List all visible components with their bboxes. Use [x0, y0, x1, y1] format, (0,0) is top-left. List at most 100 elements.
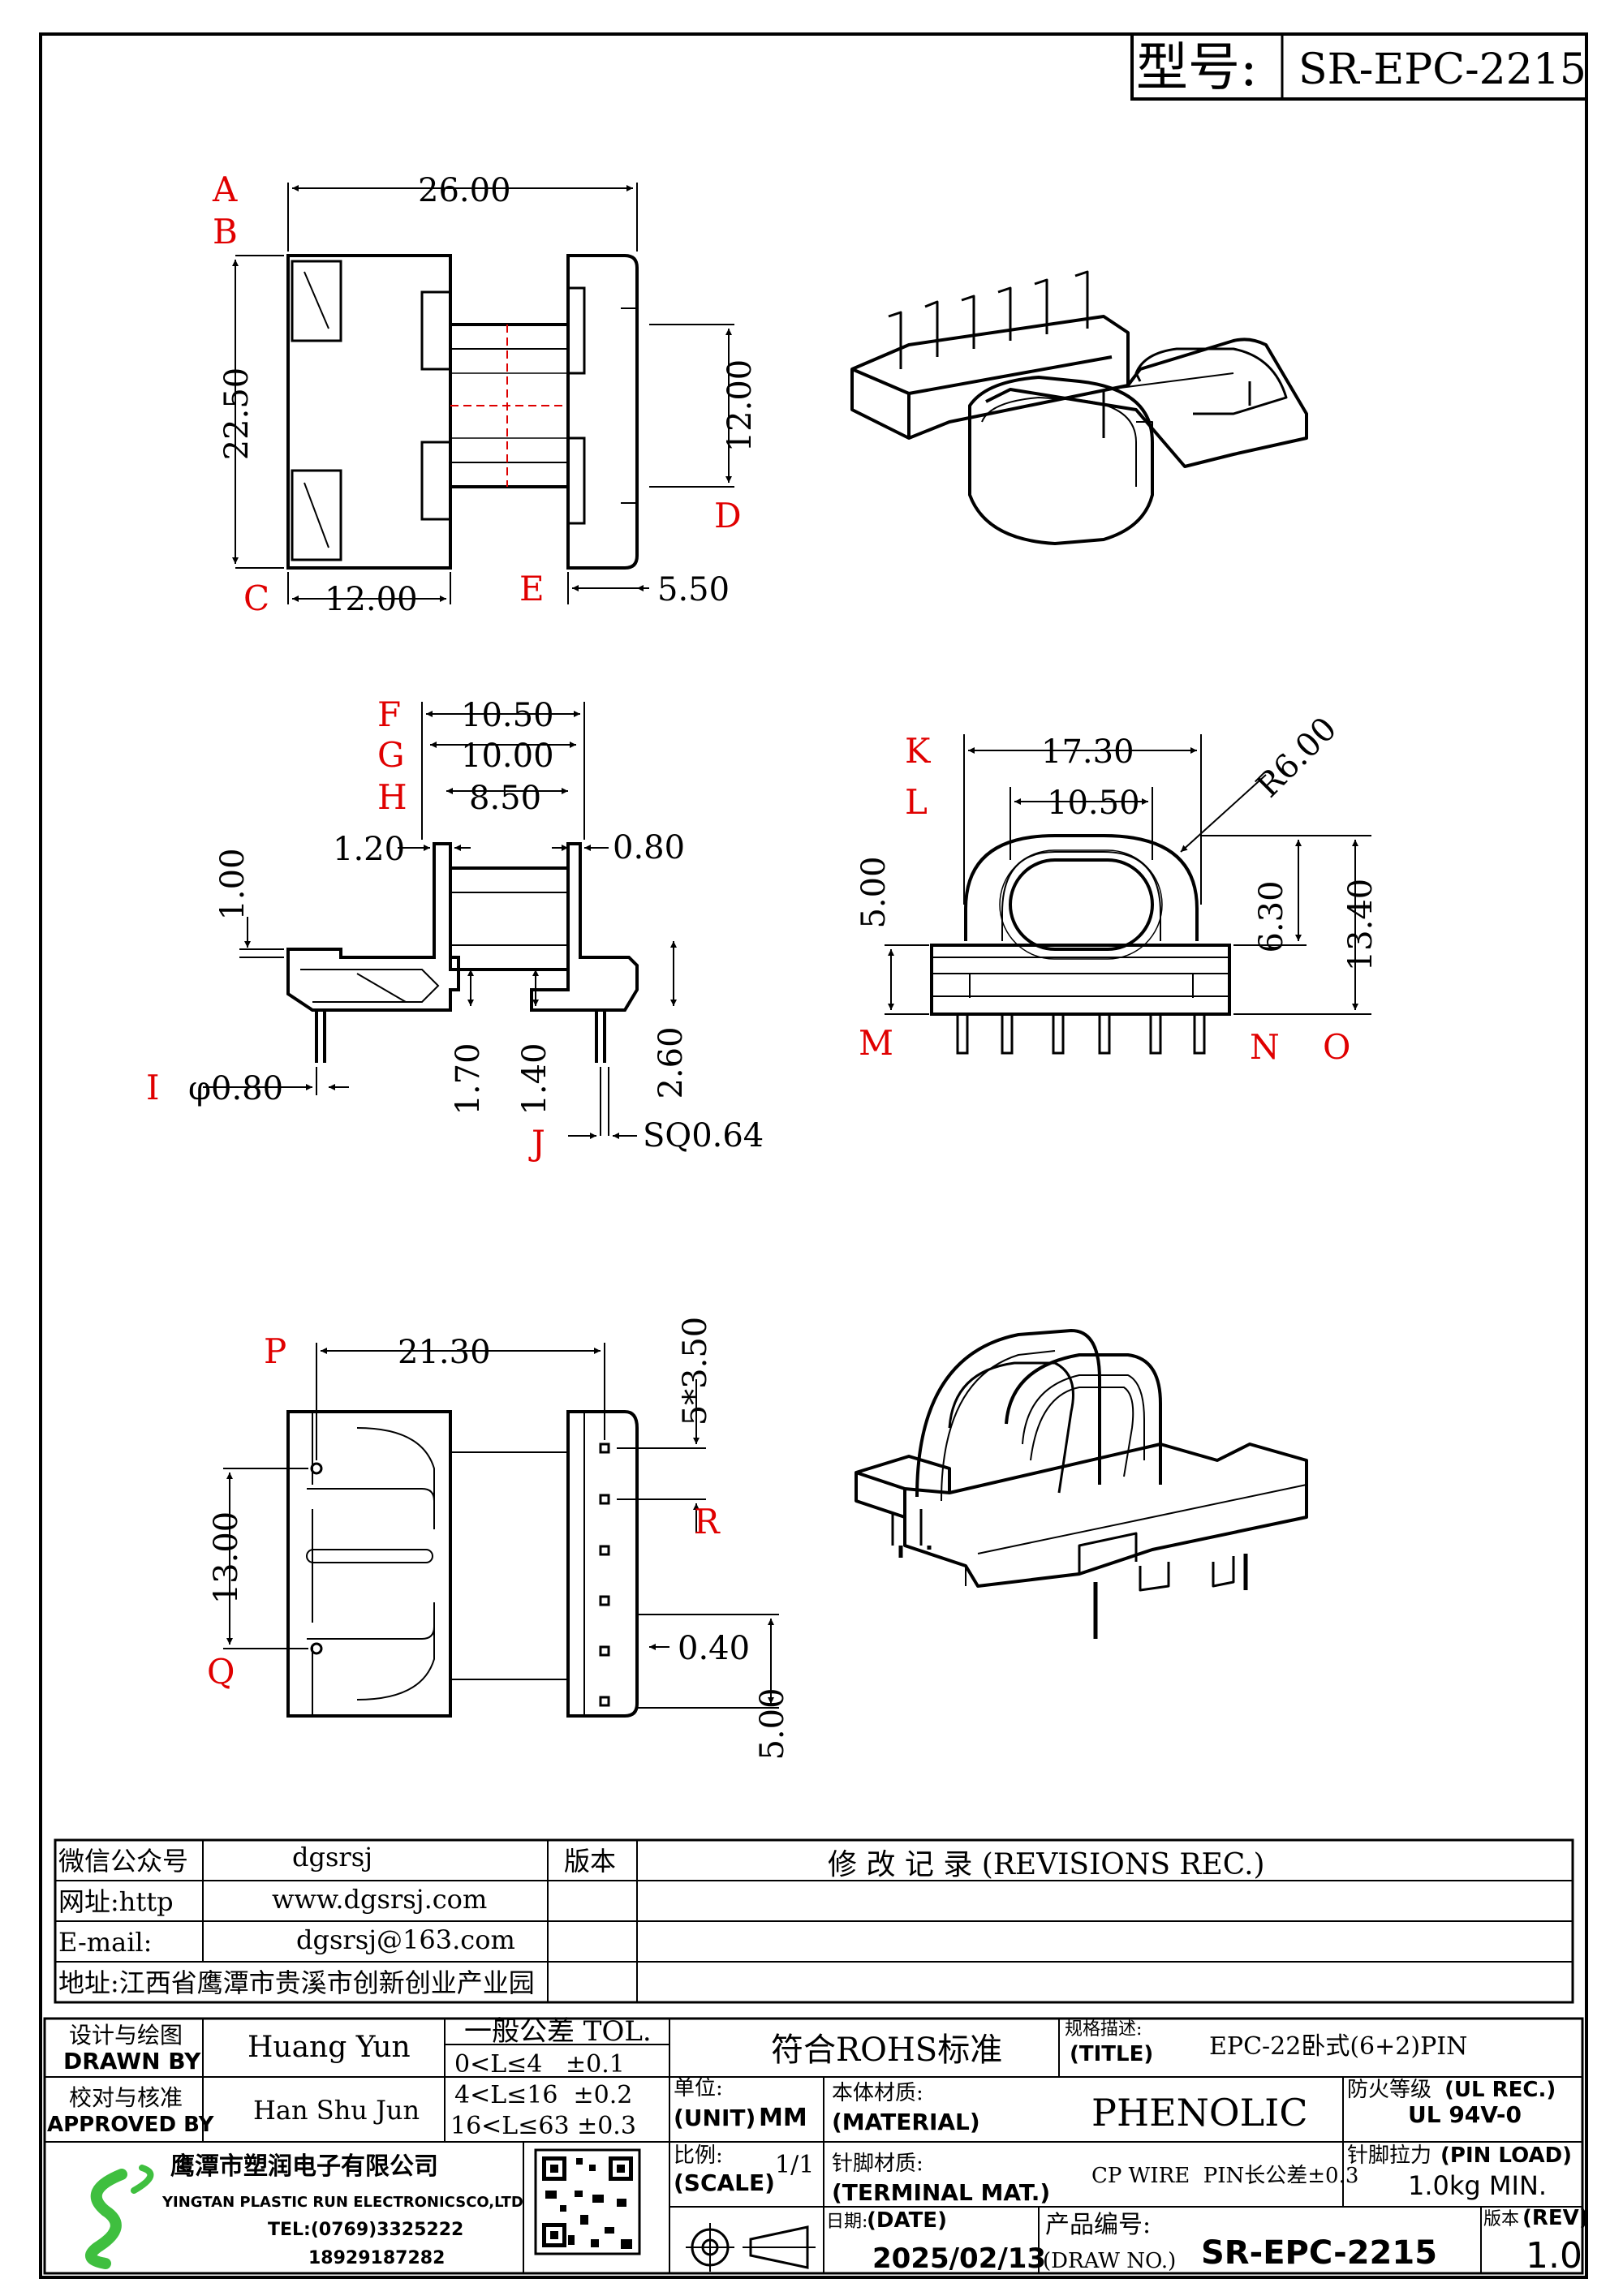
pin-mat-label-cn: 针脚材质:	[832, 2152, 923, 2176]
dim-radius: R6.00	[1250, 710, 1345, 805]
design-label-cn: 设计与绘图	[69, 2022, 183, 2049]
label-a: A	[212, 170, 238, 209]
label-o: O	[1323, 1027, 1350, 1067]
rev-label-en: (REV)	[1522, 2206, 1589, 2230]
dim-p: 21.30	[398, 1334, 491, 1371]
dim-core: 12.00	[721, 359, 759, 453]
dim-1300: 13.00	[208, 1511, 245, 1605]
email-label: E-mail:	[58, 1927, 152, 1958]
company-tel: TEL:(0769)3325222	[268, 2220, 463, 2240]
ul-label-en: (UL REC.)	[1444, 2078, 1556, 2102]
view-top-dims	[232, 183, 734, 604]
view-side-dims	[203, 702, 677, 1139]
dim-k: 17.30	[1041, 733, 1134, 771]
label-f: F	[377, 694, 401, 734]
date-value: 2025/02/13	[872, 2242, 1046, 2275]
ul-label-cn: 防火等级	[1347, 2078, 1431, 2102]
drawno-label-cn: 产品编号:	[1045, 2211, 1151, 2239]
isometric-view-bottom	[855, 1329, 1308, 1639]
view-top-text: 26.00 22.50 12.00 12.00 5.50 A B C D E	[212, 170, 759, 618]
dim-e-width: 5.50	[657, 571, 730, 608]
dim-left-h: 1.00	[214, 848, 252, 920]
checker-name: Han Shu Jun	[253, 2095, 420, 2126]
dim-right-flange: 0.80	[613, 829, 685, 866]
view-bottom	[286, 1410, 639, 1718]
designer-name: Huang Yun	[248, 2031, 411, 2064]
view-front-dims	[885, 734, 1371, 1015]
dim-pin-sq: SQ0.64	[643, 1117, 764, 1154]
check-label-en: APPROVED BY	[47, 2113, 215, 2137]
view-bottom-pin-slots	[599, 1443, 610, 1707]
label-h: H	[377, 777, 407, 817]
label-n: N	[1250, 1027, 1280, 1067]
pin-load-label-en: (PIN LOAD)	[1440, 2143, 1572, 2168]
dim-pitch: 5*3.50	[677, 1317, 714, 1426]
pin-load-value: 1.0kg MIN.	[1408, 2170, 1547, 2201]
pin-mat-label-en: (TERMINAL MAT.)	[832, 2179, 1050, 2206]
projection-symbol	[686, 2223, 816, 2272]
material-value: PHENOLIC	[1091, 2091, 1308, 2135]
dim-gap: 0.40	[678, 1630, 750, 1667]
qr-code	[534, 2148, 641, 2255]
tolerance-title: 一般公差 TOL.	[464, 2015, 652, 2048]
date-label-cn: 日期:	[826, 2212, 867, 2232]
dim-f: 10.50	[461, 697, 554, 734]
spec-value: EPC-22卧式(6+2)PIN	[1209, 2032, 1467, 2061]
spec-label-cn: 规格描述:	[1065, 2019, 1142, 2040]
label-r: R	[694, 1502, 721, 1541]
dim-pin-dia: φ0.80	[188, 1070, 283, 1107]
title-block	[43, 2017, 1584, 2275]
dim-140: 1.40	[516, 1043, 553, 1115]
model-label: 型号:	[1136, 38, 1258, 98]
company-logo	[85, 2165, 154, 2269]
label-d: D	[714, 496, 742, 535]
dim-g: 10.00	[461, 737, 554, 775]
dim-h: 8.50	[469, 780, 541, 817]
view-bottom-text: 21.30 13.00 5*3.50 0.40 5.00 P Q R	[207, 1317, 791, 1761]
pin-load-label-cn: 针脚拉力	[1347, 2143, 1431, 2168]
view-bottom-dims	[223, 1343, 779, 1709]
drawno-label-en: (DRAW NO.)	[1043, 2249, 1176, 2273]
web-label: 网址:http	[58, 1886, 174, 1917]
dim-l: 10.50	[1047, 785, 1140, 822]
wechat-value: dgsrsj	[292, 1842, 372, 1872]
title-block-text: 设计与绘图 DRAWN BY Huang Yun 校对与核准 APPROVED …	[47, 2015, 1589, 2277]
scale-value: 1/1	[775, 2151, 814, 2179]
dim-500: 5.00	[855, 856, 893, 928]
model-header: 型号: SR-EPC-2215	[1130, 32, 1588, 101]
label-q: Q	[207, 1652, 235, 1692]
email-value: dgsrsj@163.com	[296, 1924, 515, 1955]
label-l: L	[905, 782, 928, 822]
tolerance-row-1: 0<L≤4 ±0.1	[454, 2050, 625, 2079]
date-label-en: (DATE)	[867, 2208, 947, 2233]
check-label-cn: 校对与核准	[69, 2084, 183, 2111]
label-p: P	[264, 1331, 286, 1371]
material-label-en: (MATERIAL)	[832, 2109, 980, 2135]
scale-label-cn: 比例:	[674, 2143, 723, 2168]
web-value: www.dgsrsj.com	[272, 1884, 487, 1915]
design-label-en: DRAWN BY	[63, 2048, 201, 2075]
rohs-statement: 符合ROHS标准	[771, 2032, 1002, 2069]
spec-label-en: (TITLE)	[1070, 2042, 1153, 2066]
dim-height: 22.50	[218, 368, 256, 461]
material-label-cn: 本体材质:	[832, 2081, 923, 2105]
company-name-en: YINGTAN PLASTIC RUN ELECTRONICSCO,LTD	[161, 2194, 523, 2211]
drawno-value: SR-EPC-2215	[1201, 2234, 1437, 2272]
dim-260: 2.60	[652, 1026, 690, 1099]
dim-c-width: 12.00	[325, 581, 418, 618]
rev-label-cn: 版本	[1483, 2209, 1519, 2229]
tolerance-row-3: 16<L≤63 ±0.3	[450, 2112, 636, 2140]
view-top	[286, 254, 639, 570]
view-side-text: 10.50 10.00 8.50 1.20 0.80 1.00 1.70 1.4…	[146, 694, 764, 1163]
label-c: C	[243, 578, 269, 618]
model-value: SR-EPC-2215	[1298, 45, 1586, 94]
dim-left-flange: 1.20	[333, 831, 405, 868]
unit-label-en: (UNIT)	[674, 2105, 756, 2131]
label-k: K	[905, 731, 932, 771]
label-b: B	[213, 212, 238, 252]
label-j: J	[528, 1123, 545, 1163]
label-e: E	[519, 569, 545, 608]
view-front-pins	[956, 1013, 1206, 1055]
ul-value: UL 94V-0	[1408, 2101, 1522, 2128]
